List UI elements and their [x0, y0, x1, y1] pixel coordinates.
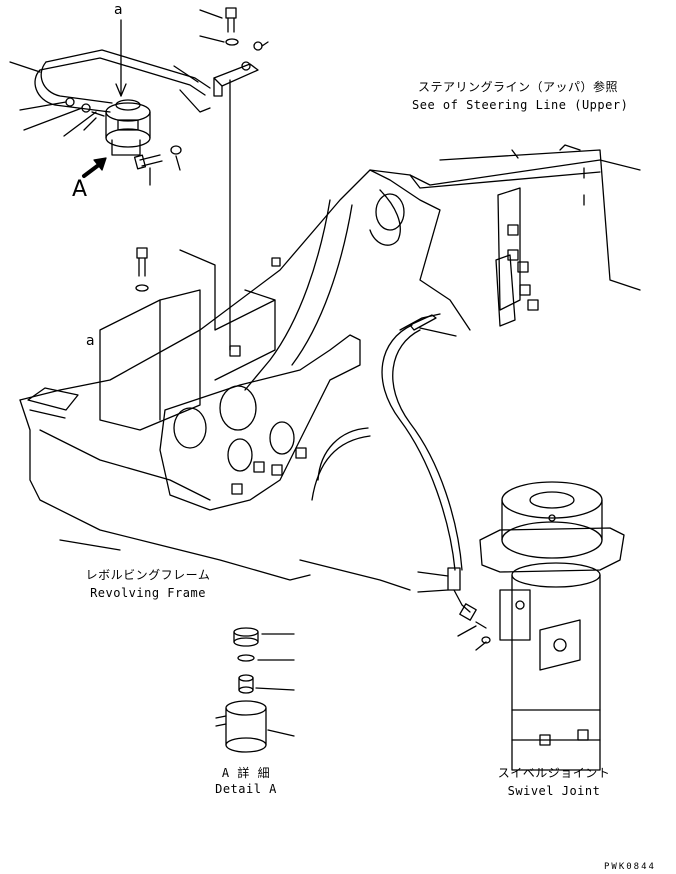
detail-a	[215, 627, 295, 753]
view-arrow-label: A	[72, 177, 88, 202]
revolving-frame	[19, 79, 641, 591]
detail-a-jp-label: A 詳 細	[221, 766, 271, 780]
steering-line-jp-label: ステアリングライン（アッパ）参照	[418, 80, 619, 94]
view-a-label-top: a	[114, 2, 124, 18]
steering-line-en-label: See of Steering Line (Upper)	[412, 98, 629, 112]
steering-plate	[399, 144, 641, 331]
swivel-joint-jp-label: スイベルジョイント	[497, 766, 611, 780]
detail-a-en-label: Detail A	[215, 782, 277, 796]
drawing-code: PWK0844	[604, 862, 656, 872]
view-a-label-left: a	[86, 333, 96, 349]
hose	[381, 324, 491, 651]
revolving-frame-en-label: Revolving Frame	[90, 586, 206, 600]
tank-assembly	[9, 7, 269, 186]
revolving-frame-jp-label: レボルビングフレーム	[85, 568, 211, 582]
swivel-joint-en-label: Swivel Joint	[507, 784, 601, 798]
swivel-joint	[479, 481, 625, 771]
